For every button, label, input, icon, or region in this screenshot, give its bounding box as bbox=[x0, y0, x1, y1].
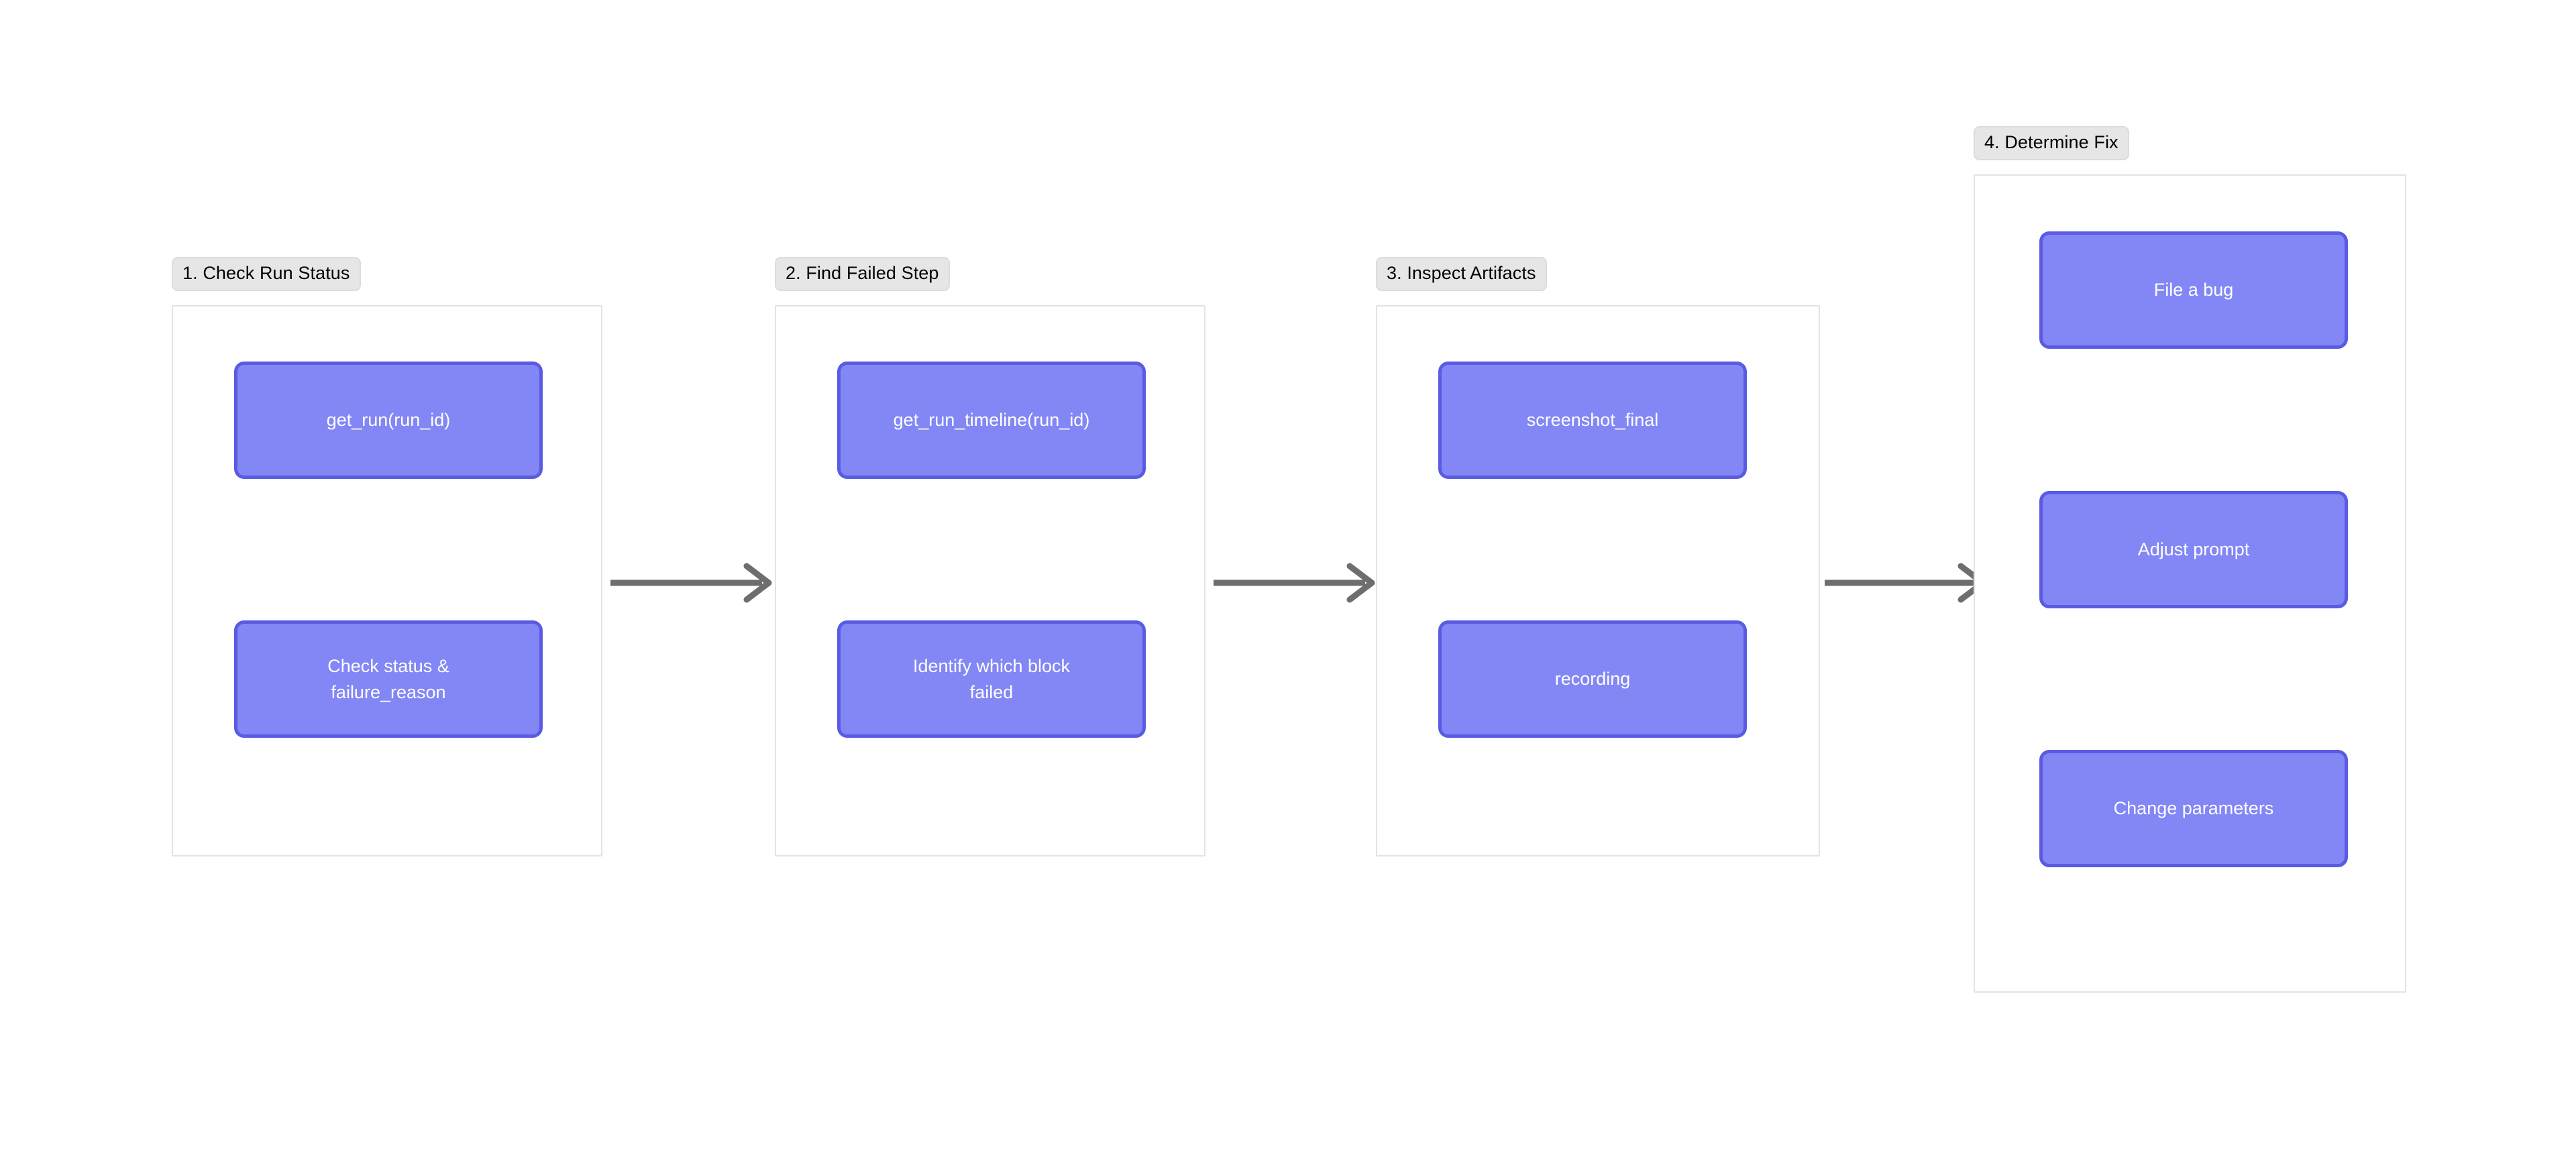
node-file-a-bug[interactable]: File a bug bbox=[2039, 231, 2348, 349]
node-adjust-prompt[interactable]: Adjust prompt bbox=[2039, 491, 2348, 608]
node-recording[interactable]: recording bbox=[1438, 620, 1747, 738]
node-identify-failed-block[interactable]: Identify which block failed bbox=[837, 620, 1146, 738]
node-get-run-timeline[interactable]: get_run_timeline(run_id) bbox=[837, 362, 1146, 479]
node-check-status[interactable]: Check status & failure_reason bbox=[234, 620, 543, 738]
group-label-3: 3. Inspect Artifacts bbox=[1376, 257, 1547, 291]
group-label-1: 1. Check Run Status bbox=[172, 257, 361, 291]
connector-arrow-2 bbox=[1214, 563, 1375, 603]
group-label-4: 4. Determine Fix bbox=[1974, 126, 2129, 160]
node-screenshot-final[interactable]: screenshot_final bbox=[1438, 362, 1747, 479]
node-get-run[interactable]: get_run(run_id) bbox=[234, 362, 543, 479]
connector-arrow-1 bbox=[610, 563, 772, 603]
node-change-parameters[interactable]: Change parameters bbox=[2039, 750, 2348, 867]
connector-arrow-3 bbox=[1825, 563, 1986, 603]
group-label-2: 2. Find Failed Step bbox=[775, 257, 950, 291]
